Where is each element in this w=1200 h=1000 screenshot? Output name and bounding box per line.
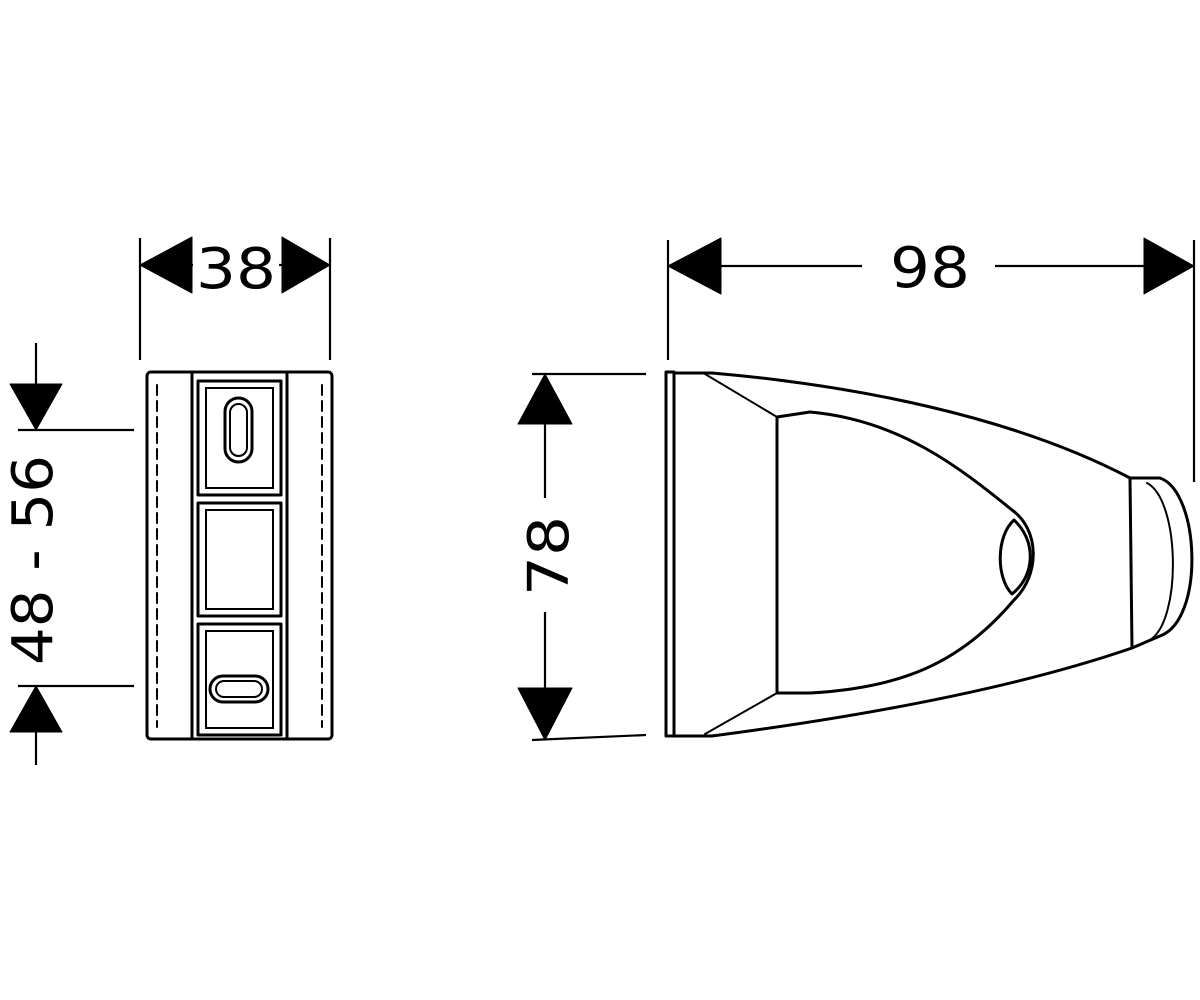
dimension-depth: 78 <box>517 372 647 742</box>
side-view-outer-profile <box>672 371 1134 738</box>
height-range-label: 48 - 56 <box>1 455 66 665</box>
side-view-wall-plate <box>664 370 676 738</box>
width-arrow-left <box>139 236 193 294</box>
side-view-cradle <box>775 410 1035 695</box>
depth-label: 78 <box>517 516 582 596</box>
length-label: 98 <box>890 236 970 301</box>
front-view-panel-middle-inner <box>205 509 274 610</box>
front-view-body <box>145 370 334 741</box>
depth-arrow-top <box>517 373 573 425</box>
length-arrow-left <box>667 237 722 295</box>
dimension-height-range: 48 - 56 <box>1 343 134 765</box>
dimension-width: 38 <box>138 236 332 360</box>
side-view-diagonal-bottom <box>704 692 778 735</box>
side-view-cradle-lens <box>998 518 1032 596</box>
width-label-backdrop <box>193 236 279 292</box>
front-view-panel-middle <box>196 501 283 618</box>
front-view-panel-top <box>196 379 283 497</box>
front-view-panel-bottom-inner <box>205 630 274 729</box>
height-range-arrow-bottom <box>9 685 63 733</box>
depth-arrow-bottom <box>517 687 573 741</box>
front-view-vertical-slot <box>223 396 254 464</box>
length-arrow-right <box>1143 237 1195 295</box>
front-view-horizontal-slot <box>208 674 270 704</box>
front-view-panel-bottom <box>196 622 283 737</box>
side-view <box>664 370 1194 738</box>
front-view-horizontal-slot-inner <box>215 680 263 698</box>
side-view-end-cap <box>1128 476 1194 650</box>
depth-extension-bottom <box>531 733 647 742</box>
width-label: 38 <box>196 237 276 302</box>
side-view-diagonal-top <box>704 373 778 418</box>
dimension-length: 98 <box>666 236 1196 482</box>
side-view-end-cap-inner <box>1146 482 1174 641</box>
front-view <box>145 370 334 741</box>
front-view-panel-top-inner <box>205 387 274 489</box>
width-arrow-right <box>281 236 331 294</box>
front-view-vertical-slot-inner <box>229 403 248 457</box>
height-range-arrow-top <box>9 383 63 431</box>
